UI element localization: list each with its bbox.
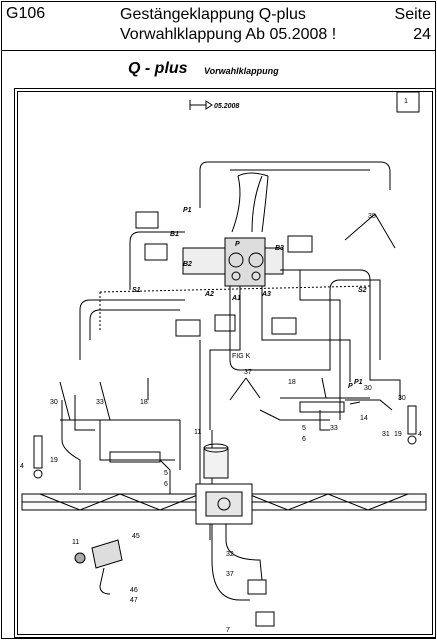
part-number: 32: [226, 551, 234, 558]
diagram-heading: Q - plus: [128, 60, 188, 77]
part-number: 6: [302, 436, 306, 443]
diagram-subheading: Vorwahlklappung: [204, 66, 279, 76]
part-number: 31: [382, 431, 390, 438]
part-number: 30: [398, 395, 406, 402]
part-number: 5: [302, 425, 306, 432]
part-number: 37: [226, 571, 234, 578]
page-number: 24: [413, 26, 431, 43]
diagram-labels: 05.2008 1 FIG K P1 P B1 B2 B3 S1 S2 A1 A…: [20, 98, 422, 634]
port-label: B3: [275, 245, 284, 252]
port-label: A2: [204, 291, 214, 298]
part-number: 37: [244, 369, 252, 376]
part-number: 11: [72, 539, 79, 546]
part-number: 46: [130, 587, 138, 594]
part-number: 18: [140, 399, 148, 406]
title-line-2: Vorwahlklappung Ab 05.2008 !: [120, 26, 337, 43]
page-header: G106 Gestängeklappung Q-plus Vorwahlklap…: [2, 2, 435, 51]
part-number: 4: [20, 463, 24, 470]
port-label: P: [235, 241, 240, 248]
port-label: A1: [231, 295, 241, 302]
part-number: 33: [330, 425, 338, 432]
sheet-number: 1: [404, 98, 408, 105]
part-number: 30: [50, 399, 58, 406]
part-number: 11: [194, 429, 201, 436]
part-number: 5: [164, 470, 168, 477]
diagram-frame: [14, 88, 436, 638]
port-label: A3: [261, 291, 271, 298]
port-label: P: [348, 383, 353, 390]
part-number: 19: [394, 431, 402, 438]
document-code: G106: [6, 5, 46, 22]
port-label: S2: [358, 287, 367, 294]
part-number: 18: [288, 379, 296, 386]
port-label: P1: [183, 207, 192, 214]
page-indicator: Seite 24: [395, 5, 431, 45]
page-label: Seite: [394, 6, 431, 23]
part-number: 38: [368, 213, 376, 220]
port-label: S1: [132, 287, 141, 294]
part-number: 33: [96, 399, 104, 406]
port-label: P1: [354, 379, 363, 386]
date-marker: 05.2008: [214, 103, 239, 110]
part-number: 14: [360, 415, 368, 422]
part-number: 47: [130, 597, 138, 604]
part-number: 6: [164, 481, 168, 488]
document-title: Gestängeklappung Q-plus Vorwahlklappung …: [120, 5, 336, 45]
part-number: 4: [418, 431, 422, 438]
part-number: 7: [226, 627, 230, 634]
part-number: 30: [364, 385, 372, 392]
title-line-1: Gestängeklappung Q-plus: [120, 6, 306, 23]
fig-label: FIG K: [232, 353, 251, 360]
part-number: 45: [132, 533, 140, 540]
port-label: B1: [170, 231, 179, 238]
diagram-inner-border: [17, 91, 433, 635]
port-label: B2: [183, 261, 192, 268]
part-number: 19: [50, 457, 58, 464]
